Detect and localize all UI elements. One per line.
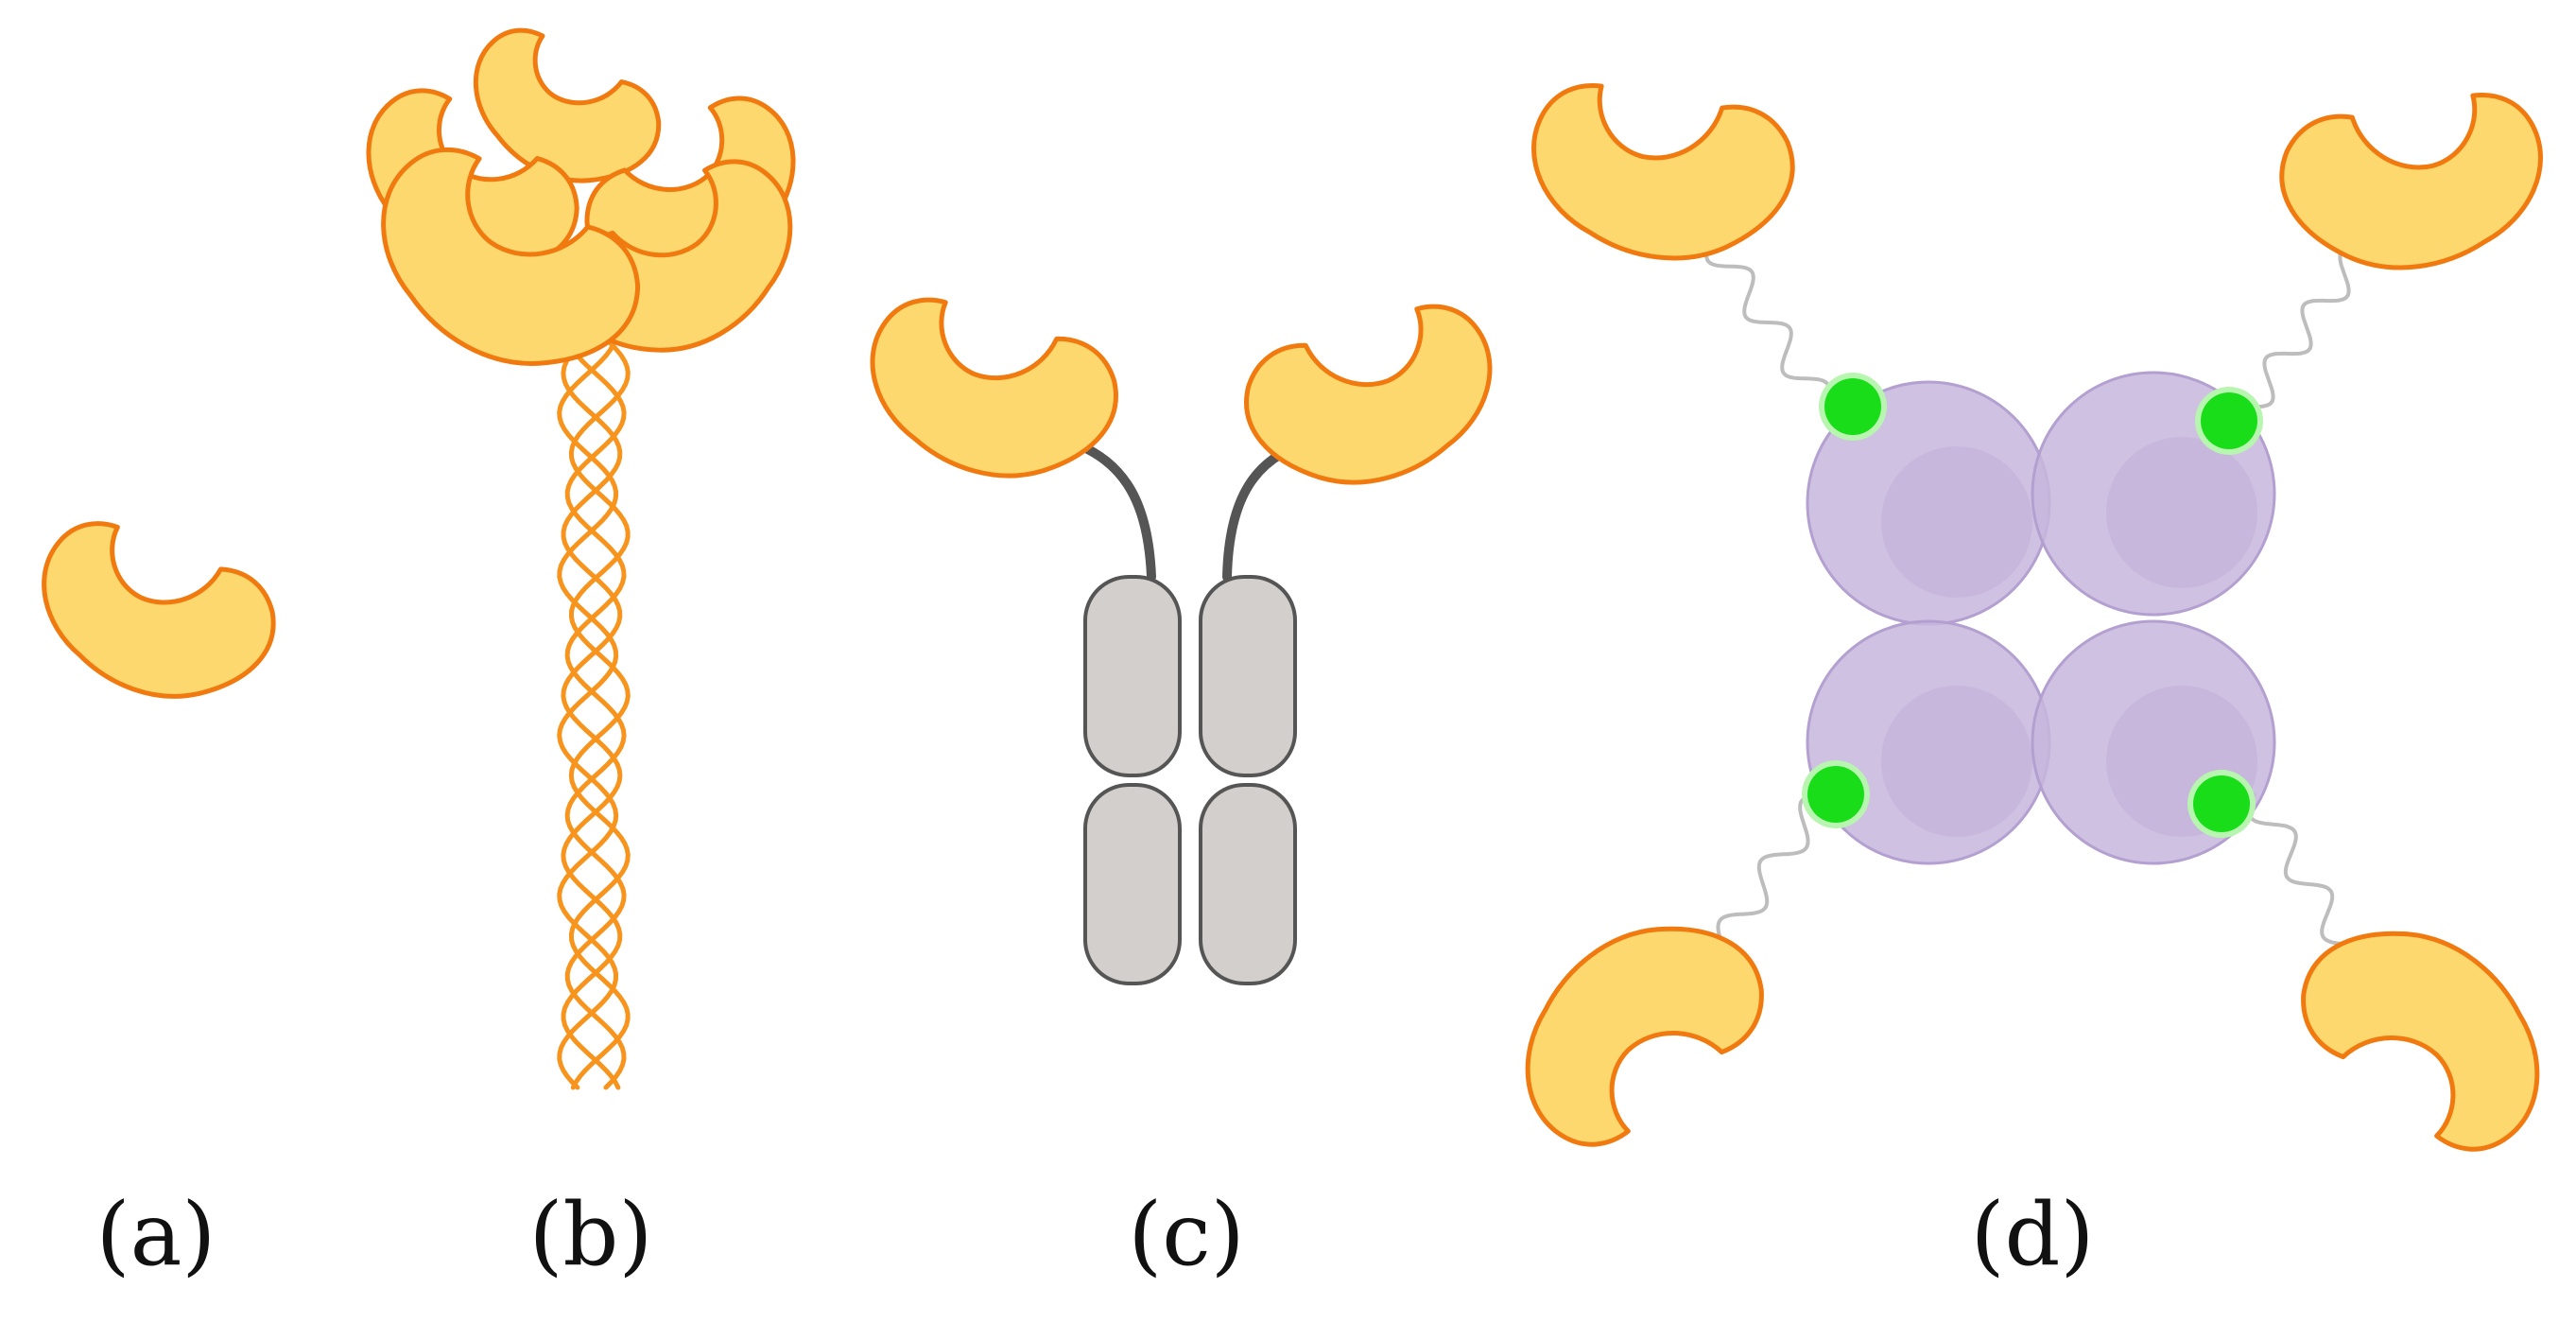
fc-domain-icon	[1083, 575, 1297, 985]
panel-d-streptavidin-tetramer	[1508, 9, 2567, 1150]
fc-binders	[852, 243, 1511, 524]
flexible-linker-icon	[1700, 236, 2371, 976]
nanobody-binder-icon	[1528, 929, 1761, 1144]
nanobody-binder-icon	[2304, 933, 2537, 1149]
panel-label-a: (a)	[95, 1184, 216, 1285]
nanobody-binder-icon	[852, 243, 1135, 517]
fc-domain-4	[1199, 783, 1297, 985]
panel-a-monomer	[27, 479, 290, 731]
biotin-dot-1	[1824, 378, 1881, 435]
tetramer-binders	[1508, 9, 2567, 1150]
nanobody-binder-icon	[1508, 9, 1818, 312]
biotin-dots	[1802, 373, 2263, 838]
biotin-dot-2	[2201, 392, 2257, 449]
pentamer-binders	[362, 9, 797, 382]
fc-domain-1	[1083, 575, 1182, 777]
fc-domain-3	[1083, 783, 1182, 985]
nanobody-binder-icon	[2256, 18, 2567, 322]
panel-label-d: (d)	[1970, 1184, 2095, 1285]
biotin-dot-3	[1807, 766, 1864, 823]
fc-domain-2	[1199, 575, 1297, 777]
panel-c-fc-dimer	[852, 243, 1511, 985]
panel-label-c: (c)	[1128, 1184, 1245, 1285]
biotin-dot-4	[2193, 775, 2250, 832]
panel-b-pentamer	[362, 9, 797, 1090]
panel-label-b: (b)	[528, 1184, 653, 1285]
binder-monomer-icon	[27, 479, 290, 731]
coiled-coil-helix-icon	[557, 290, 631, 1090]
nanobody-binder-icon	[467, 9, 666, 197]
nanobody-binder-icon	[1226, 250, 1510, 524]
